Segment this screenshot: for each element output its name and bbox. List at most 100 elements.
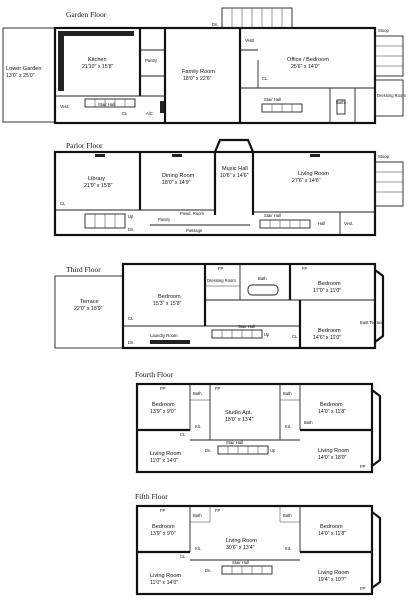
third-building-wall [121,262,377,350]
svg-text:Kit.: Kit. [285,424,291,429]
bedroom-third-3-dim: 14'6" x 11'0" [313,335,341,341]
svg-text:CL: CL [180,554,186,559]
svg-text:Powd. Room: Powd. Room [180,211,204,216]
svg-text:CL: CL [60,201,66,206]
living-room-fifth-left-name: Living Room [150,573,181,579]
fifth-building-wall [135,504,374,596]
bedroom-third-1-dim: 15'3" x 15'8" [153,301,182,307]
svg-text:Kit.: Kit. [195,424,201,429]
living-room-fourth-2-dim: 14'0" x 18'0" [318,455,347,461]
bedroom-fifth-2-name: Bedroom [320,524,343,530]
svg-text:Stoop: Stoop [378,154,390,159]
svg-text:Stoop: Stoop [378,28,390,33]
living-room-fifth-right-dim: 19'4" x 10'7" [318,577,347,583]
svg-text:Stair Hall: Stair Hall [264,97,281,102]
svg-text:Up: Up [128,214,134,219]
svg-text:Bath: Bath [193,391,202,396]
svg-text:Dn.: Dn. [128,340,135,345]
kitchen-name: Kitchen [88,57,107,63]
office-bedroom-dim: 25'6" x 14'0" [291,64,320,70]
terrace-outline [54,275,124,349]
living-room-parlor-dim: 27'6" x 14'6" [292,178,321,184]
svg-text:Bath: Bath [258,276,267,281]
svg-text:Dn.: Dn. [205,568,212,573]
fourth-floor-plan: Fourth Floor Bedroom 13'9" x 9'0" Studio… [135,370,382,474]
svg-text:FP: FP [160,386,166,391]
kitchen-dim: 21'10" x 15'8" [82,64,113,70]
bedroom-third-2-dim: 17'0" x 11'0" [313,288,341,294]
living-room-fourth-1-name: Living Room [150,451,181,457]
svg-text:Up: Up [270,448,276,453]
garden-floor-title: Garden Floor [66,10,107,19]
svg-text:Dn.: Dn. [128,227,135,232]
svg-text:Stair Hall: Stair Hall [238,324,255,329]
living-room-fifth-left-dim: 11'0" x 14'0" [150,580,178,586]
bedroom-fourth-2-dim: 14'0" x 11'8" [318,409,346,415]
svg-text:Dressing Room: Dressing Room [207,278,236,283]
svg-text:Vestl: Vestl [245,38,254,43]
svg-text:Laundry Room: Laundry Room [150,333,178,338]
svg-text:Vest.: Vest. [60,104,69,109]
garden-building-wall [53,26,377,125]
svg-text:Pantry: Pantry [145,58,158,63]
svg-text:Dn.: Dn. [212,22,219,27]
svg-text:Pantry: Pantry [158,217,171,222]
svg-text:FP: FP [360,586,366,591]
parlor-floor-title: Parlor Floor [66,141,103,150]
living-room-parlor-name: Living Room [298,171,329,177]
bedroom-fourth-1-name: Bedroom [152,402,175,408]
family-room-dim: 18'0" x 22'6" [183,76,212,82]
svg-text:CL: CL [128,316,134,321]
svg-text:Vest.: Vest. [344,221,353,226]
fourth-building-wall [135,382,374,474]
svg-text:CL: CL [122,111,128,116]
svg-text:CL: CL [180,432,186,437]
svg-text:FP: FP [215,386,221,391]
music-hall-dim: 10'6" x 14'6" [220,173,249,179]
svg-text:Passage: Passage [186,228,203,233]
bedroom-third-1-name: Bedroom [158,294,181,300]
svg-text:Hall: Hall [318,221,325,226]
studio-apt-dim: 18'0" x 13'4" [225,417,254,423]
living-room-fourth-1-dim: 11'0" x 14'0" [150,458,178,464]
living-room-fifth-center-name: Living Room [226,538,257,544]
svg-text:Stair Hall: Stair Hall [232,560,249,565]
third-floor-title: Third Floor [66,265,101,274]
svg-text:Up: Up [264,332,270,337]
fifth-floor-title: Fifth Floor [135,492,168,501]
svg-text:Stair Hall: Stair Hall [98,102,115,107]
living-room-fourth-2-name: Living Room [318,448,349,454]
svg-text:FP: FP [218,266,224,271]
garden-floor-plan: Garden Floor [2,7,406,125]
bedroom-third-2-name: Bedroom [318,281,341,287]
dining-room-dim: 18'0" x 14'9" [162,180,191,186]
library-dim: 21'9" x 15'8" [84,183,113,189]
svg-text:Kit.: Kit. [195,546,201,551]
studio-apt-name: Studio Apt. [225,410,253,416]
living-room-fifth-right-name: Living Room [318,570,349,576]
fourth-floor-title: Fourth Floor [135,370,174,379]
parlor-floor-plan: Parlor Floor Library 21'9" x 15'8" D [53,138,404,237]
svg-text:CL: CL [292,334,298,339]
bedroom-fourth-2-name: Bedroom [320,402,343,408]
third-floor-plan: Third Floor Terrace 22'0" x 18'9" Bedroo… [54,262,384,350]
svg-text:FP: FP [160,508,166,513]
svg-text:Kit.: Kit. [285,546,291,551]
bedroom-fifth-2-dim: 14'0" x 11'8" [318,531,346,537]
svg-text:Dn.: Dn. [205,448,212,453]
bedroom-fourth-1-dim: 13'9" x 9'0" [150,409,176,415]
svg-text:Stair Hall: Stair Hall [264,213,281,218]
svg-text:Stair Hall: Stair Hall [226,440,243,445]
lower-garden-dim: 13'0" x 25'0" [6,73,35,79]
svg-text:East Terrace: East Terrace [360,320,384,325]
bedroom-third-3-name: Bedroom [318,328,341,334]
family-room-name: Family Room [182,69,215,75]
lower-garden-name: Lower Garden [6,66,41,72]
library-name: Library [88,176,105,182]
bedroom-fifth-1-name: Bedroom [152,524,175,530]
office-bedroom-name: Office / Bedroom [287,57,329,63]
svg-text:Bath: Bath [283,513,292,518]
svg-text:FP: FP [360,464,366,469]
bedroom-fifth-1-dim: 13'9" x 9'0" [150,531,176,537]
